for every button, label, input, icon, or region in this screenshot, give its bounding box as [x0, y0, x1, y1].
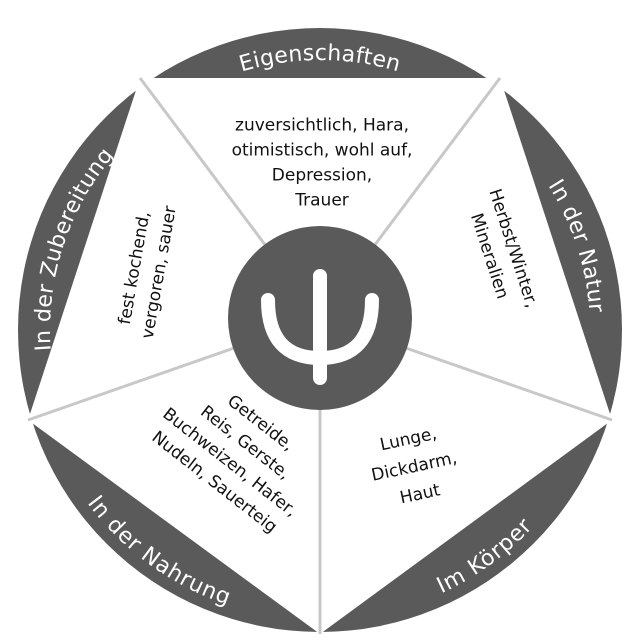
segment-text-nahrung: Getreide,Reis, Gerste,Buchweizen, Hafer,… — [143, 365, 331, 541]
section-dividers — [27, 77, 613, 634]
psi-icon — [261, 269, 379, 385]
segment-line: zuversichtlich, Hara, — [235, 116, 409, 136]
segment-line: Depression, — [272, 166, 372, 186]
segment-nahrung: Getreide,Reis, Gerste,Buchweizen, Hafer,… — [143, 365, 331, 541]
segment-line: otimistisch, wohl auf, — [232, 141, 413, 161]
segment-line: Trauer — [294, 191, 349, 211]
divider-line — [138, 77, 268, 247]
divider-line — [404, 346, 613, 422]
divider-line — [27, 346, 236, 422]
segment-eigenschaften: zuversichtlich, Hara, otimistisch, wohl a… — [232, 116, 413, 211]
divider-line — [372, 77, 502, 247]
segment-text-eigenschaften: zuversichtlich, Hara, otimistisch, wohl a… — [232, 116, 413, 211]
